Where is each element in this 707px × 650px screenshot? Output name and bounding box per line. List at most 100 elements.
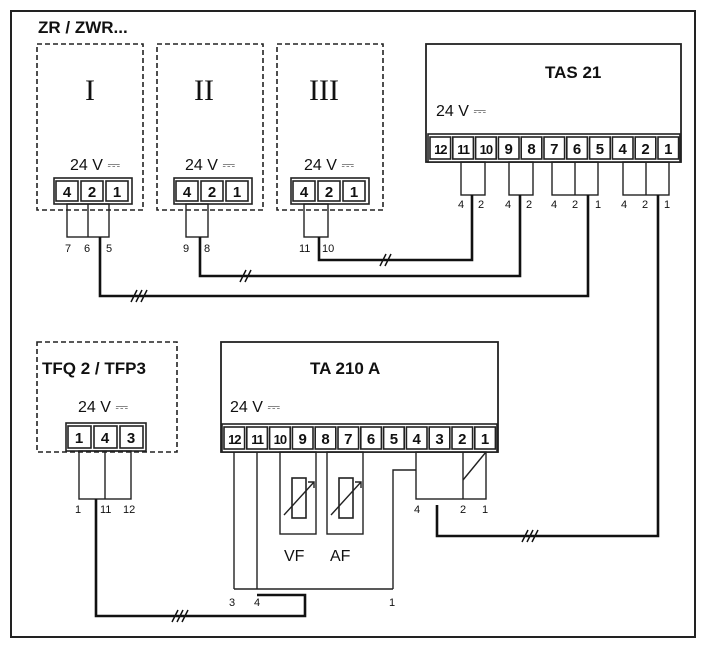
terminal-pin: 2 <box>325 184 333 201</box>
terminal-cell <box>223 426 246 450</box>
drop-connector <box>303 203 329 238</box>
terminal-pin: 6 <box>573 141 581 158</box>
terminal-pin: 6 <box>367 431 375 448</box>
tas21-drop-connectors <box>460 161 670 196</box>
tap-label: 4 <box>414 504 420 516</box>
tap-label: 4 <box>458 199 464 211</box>
terminal-cell <box>292 180 316 202</box>
sensor-arrows <box>283 481 362 516</box>
cable-mark <box>140 289 148 303</box>
terminal-cell <box>657 136 680 160</box>
ta210-title: TA 210 A <box>310 359 380 378</box>
terminal-pin: 2 <box>641 141 649 158</box>
zr-unit-ii: II 24 V ⎓ 4 2 1 <box>156 43 264 211</box>
tap-label: 2 <box>572 199 578 211</box>
ta210-voltage: 24 V ⎓ <box>230 399 280 416</box>
terminal-pin: 7 <box>550 141 558 158</box>
drop-connector <box>185 203 209 238</box>
tas21-title: TAS 21 <box>545 63 601 82</box>
wire <box>435 195 660 538</box>
terminal-cell <box>497 136 520 160</box>
terminal-cell <box>119 425 144 449</box>
tap-label: 1 <box>595 199 601 211</box>
terminal-pin: 5 <box>390 431 398 448</box>
terminal-cell <box>611 136 634 160</box>
terminal-cell <box>565 136 589 160</box>
tap-label: 4 <box>621 199 627 211</box>
terminal-cell <box>474 136 498 160</box>
drop-connector <box>508 161 534 196</box>
tap-label: 4 <box>551 199 557 211</box>
terminal-pin: 12 <box>228 432 241 447</box>
tap-label: 1 <box>664 199 670 211</box>
terminal-cell <box>405 426 428 450</box>
terminal-cell <box>543 136 566 160</box>
terminal-cell <box>67 425 92 449</box>
tap-label: 8 <box>204 243 210 255</box>
terminal-pin: 4 <box>413 431 422 448</box>
tap-label: 6 <box>84 243 90 255</box>
terminal-pin: 3 <box>435 431 443 448</box>
terminal-cell <box>588 136 611 160</box>
terminal-pin: 4 <box>300 184 309 201</box>
sensor-arrow-head <box>308 481 315 488</box>
drop-connector <box>415 451 487 500</box>
wire <box>94 499 307 618</box>
terminal-cell <box>55 180 79 202</box>
terminal-cell <box>225 180 249 202</box>
sensor-loop <box>326 451 364 535</box>
cable-mark <box>526 529 534 543</box>
tas21-unit: TAS 21 24 V ⎓ <box>425 43 682 163</box>
tap-label: 3 <box>229 597 235 609</box>
zr-unit-voltage: 24 V ⎓ <box>70 157 120 174</box>
terminal-cell <box>80 180 104 202</box>
zr-unit-numeral: III <box>309 74 339 107</box>
terminal-cell <box>93 425 118 449</box>
terminal-pin: 1 <box>75 430 83 447</box>
zr-unit-iii: III 24 V ⎓ 4 2 1 <box>276 43 384 211</box>
terminal-pin: 11 <box>251 432 264 447</box>
terminal-cell <box>634 136 657 160</box>
terminal-pin: 9 <box>299 431 307 448</box>
tap-label: 9 <box>183 243 189 255</box>
terminal-pin: 12 <box>434 142 447 157</box>
terminal-block <box>173 177 253 205</box>
tap-label: 2 <box>526 199 532 211</box>
tfq-voltage: 24 V ⎓ <box>78 399 128 416</box>
tap-label: 11 <box>100 504 111 516</box>
cable-mark <box>135 289 143 303</box>
terminal-cell <box>314 426 337 450</box>
terminal-cell <box>246 426 269 450</box>
wire <box>98 195 590 298</box>
terminal-pin: 2 <box>458 431 466 448</box>
terminal-cell <box>382 426 406 450</box>
cable-mark <box>384 253 392 267</box>
terminal-cell <box>268 426 292 450</box>
tap-label: 7 <box>65 243 71 255</box>
terminal-pin: 4 <box>101 430 110 447</box>
sensor-resistors <box>291 477 354 519</box>
terminal-cell <box>451 136 475 160</box>
terminal-cell <box>337 426 360 450</box>
upper-wires <box>98 195 660 538</box>
zr-unit-box <box>36 43 144 211</box>
tap-label: 12 <box>123 504 135 516</box>
outer-frame <box>10 10 696 638</box>
tap-label: 2 <box>642 199 648 211</box>
terminal-block <box>427 133 681 163</box>
zr-unit-box <box>156 43 264 211</box>
tap-label: 1 <box>389 597 395 609</box>
tfq-drop-connectors <box>78 450 132 500</box>
tap-label: 2 <box>460 504 466 516</box>
terminal-cell <box>428 426 451 450</box>
zr-unit-box <box>276 43 384 211</box>
terminal-pin: 1 <box>233 184 241 201</box>
terminal-pin: 4 <box>183 184 192 201</box>
tap-label: 2 <box>478 199 484 211</box>
terminal-pin: 11 <box>457 142 470 157</box>
terminal-pin: 8 <box>527 141 535 158</box>
tas21-voltage: 24 V ⎓ <box>436 103 486 120</box>
